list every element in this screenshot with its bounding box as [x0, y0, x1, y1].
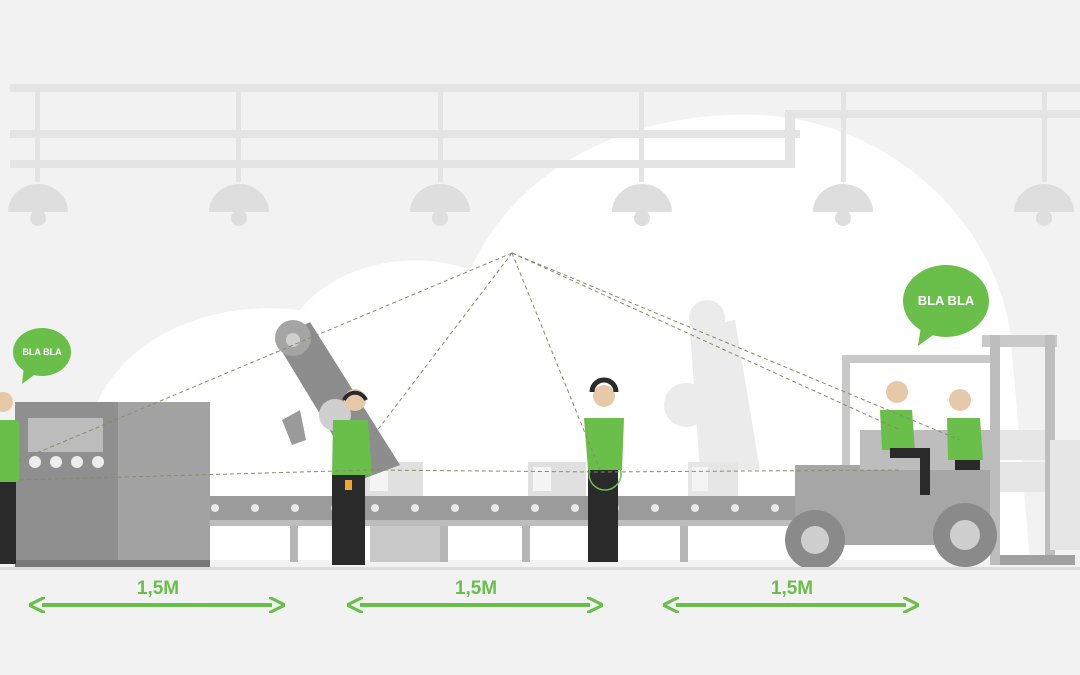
worker-at-robot [332, 389, 372, 565]
control-machine [15, 402, 210, 568]
distance-marker-2: 1,5M [360, 578, 590, 605]
distance-marker-1: 1,5M [42, 578, 272, 605]
ceiling-lamp-icon [813, 184, 873, 226]
speech-bubble-icon [13, 328, 71, 384]
sensor-lines [19, 252, 961, 481]
floor-line [0, 567, 1080, 570]
ceiling-lamp-icon [612, 184, 672, 226]
conveyor-belt [145, 496, 795, 562]
speech-text-right: BLA BLA [918, 293, 975, 308]
distance-label: 1,5M [455, 578, 497, 599]
distance-marker-3: 1,5M [676, 578, 906, 605]
ceiling-lamp-icon [410, 184, 470, 226]
speech-bubble-right: BLA BLA [903, 265, 989, 346]
speech-text-left: BLA BLA [22, 347, 62, 357]
forklift-driver [880, 381, 930, 495]
ceiling-lamp-icon [209, 184, 269, 226]
distance-label: 1,5M [771, 578, 813, 599]
forklift [785, 335, 1080, 570]
ceiling-pipes [10, 84, 1080, 182]
distance-label: 1,5M [137, 578, 179, 599]
background-cloud [90, 114, 1030, 561]
speech-bubble-left: BLA BLA [13, 328, 71, 384]
speech-bubble-icon [903, 265, 989, 346]
ceiling-lamp-icon [8, 184, 68, 226]
ceiling-lamp-icon [1014, 184, 1074, 226]
ceiling-lamps [8, 184, 1074, 226]
worker-at-belt [584, 377, 624, 562]
worker-left [0, 392, 19, 564]
forklift-passenger [947, 389, 983, 470]
background-robot-arm [664, 300, 760, 470]
